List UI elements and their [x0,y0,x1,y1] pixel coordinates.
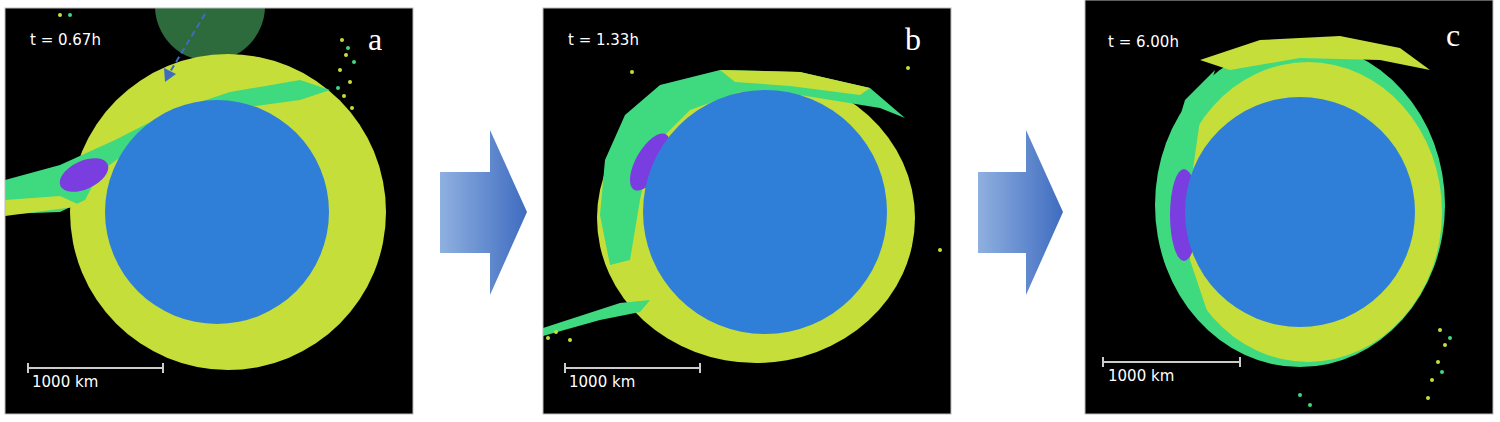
time-label: t = 0.67h [30,32,101,49]
scale-label: 1000 km [1108,368,1174,385]
panel-letter: a [368,22,382,57]
scale-label: 1000 km [569,374,635,391]
debris-dots [68,13,356,90]
panel-background [5,8,413,414]
scale-tick [699,363,701,373]
ejecta-tail [5,196,82,216]
panel-background [543,8,951,414]
panel-c [1085,0,1493,414]
panel-border [543,8,951,414]
mantle [1174,62,1442,362]
panel-b [543,8,951,414]
mantle-slab [720,70,870,95]
core [643,90,887,334]
debris-dots [1298,336,1452,407]
impactor-core [55,151,114,198]
scale-tick [162,363,164,373]
panel-background [1085,0,1493,414]
panel-border [1085,0,1493,414]
mantle [70,54,386,370]
scale-tick [1239,357,1241,367]
time-label: t = 1.33h [568,32,639,49]
mantle-slab [1200,36,1430,70]
scale-bar [1103,361,1240,363]
ejecta-tail [543,300,650,336]
scale-label: 1000 km [32,374,98,391]
panel-border [5,8,413,414]
panel-letter: b [905,22,921,57]
scale-tick [1102,357,1104,367]
debris-dots [1426,328,1447,400]
scale-tick [564,363,566,373]
impact-direction [170,14,205,72]
scale-tick [27,363,29,373]
time-label: t = 6.00h [1108,34,1179,51]
panel-a [5,8,413,414]
impactor [155,8,265,61]
debris-dots [546,66,942,342]
core [105,100,329,324]
debris-dots [58,13,354,130]
step-arrow [440,130,527,295]
scale-bar [28,367,163,369]
panel-letter: c [1446,18,1460,53]
scale-bar [565,367,700,369]
impact-arrowhead [164,68,176,82]
ejecta-layer [1155,43,1445,367]
step-arrow [978,130,1063,295]
core [1185,97,1415,327]
